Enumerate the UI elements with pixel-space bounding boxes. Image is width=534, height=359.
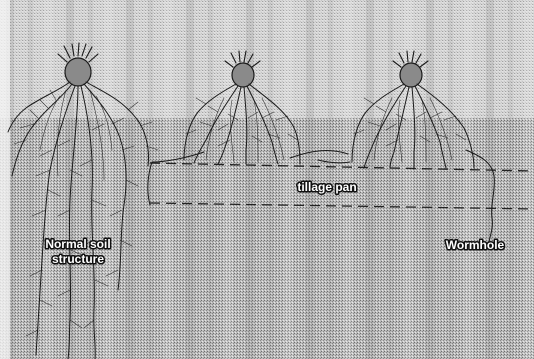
normal-soil-label-line1: Normal soil <box>45 237 110 251</box>
wormhole-label: Wormhole <box>446 238 505 252</box>
plant-crown <box>65 58 91 86</box>
tillage-pan-label: tillage pan <box>297 180 356 194</box>
plant-crown <box>400 63 422 87</box>
plant-crown <box>232 63 254 87</box>
left-white-margin <box>0 0 10 359</box>
normal-soil-label-line2: structure <box>52 252 104 266</box>
